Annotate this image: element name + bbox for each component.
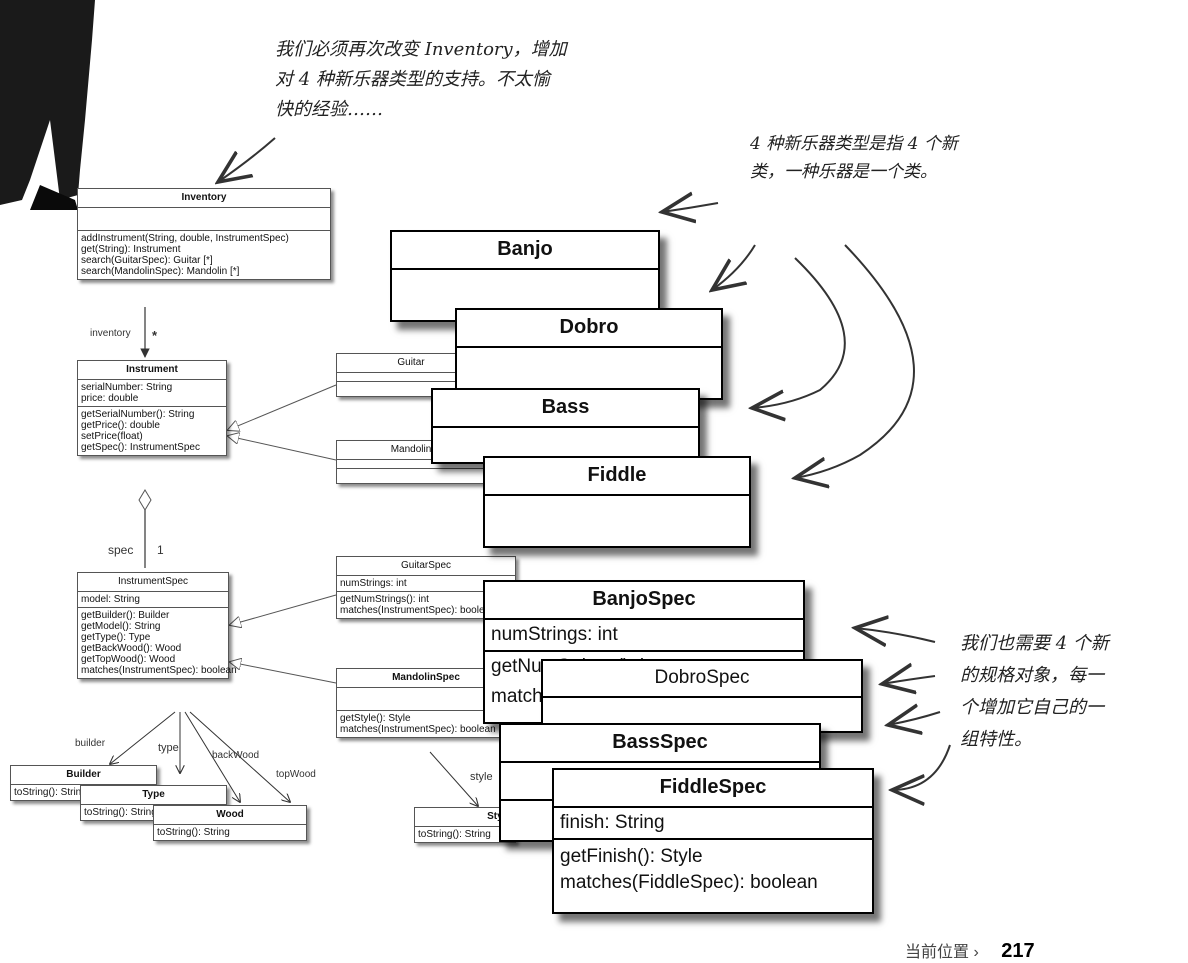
assoc-label-spec: spec [108, 543, 134, 557]
method: search(GuitarSpec): Guitar [*] [81, 255, 213, 266]
uml-class-wood: Wood toString(): String [153, 805, 307, 841]
class-name: Dobro [559, 316, 619, 338]
method: toString(): String [84, 807, 157, 818]
uml-class-dobrospec: DobroSpec [541, 659, 863, 733]
method: setPrice(float) [81, 431, 143, 442]
class-name: GuitarSpec [400, 560, 452, 571]
class-name: MandolinSpec [392, 672, 460, 683]
class-name: Banjo [497, 238, 553, 260]
class-name: InstrumentSpec [117, 576, 189, 587]
note-inventory-change: 我们必须再次改变 Inventory，增加 对 4 种新乐器类型的支持。不太愉 … [275, 39, 567, 120]
uml-class-fiddle: Fiddle [483, 456, 751, 548]
class-name: Guitar [397, 357, 425, 368]
method: matches(FiddleSpec): boolean [560, 872, 818, 893]
method: getSerialNumber(): String [81, 409, 195, 420]
assoc-label-inventory: inventory [90, 328, 131, 339]
assoc-label-builder: builder [75, 738, 106, 749]
method: matches(InstrumentSpec): boolean [340, 605, 496, 616]
method: getTopWood(): Wood [81, 654, 176, 665]
attribute: numStrings: int [340, 578, 407, 589]
method: getBackWood(): Wood [81, 643, 182, 654]
method: getStyle(): Style [340, 713, 411, 724]
assoc-label-style: style [470, 771, 493, 783]
attribute: finish: String [560, 812, 665, 833]
assoc-multiplicity-star: * [152, 328, 158, 343]
attribute: model: String [81, 594, 140, 605]
uml-class-banjo: Banjo [390, 230, 660, 322]
method: getSpec(): InstrumentSpec [81, 442, 200, 453]
method: getPrice(): double [81, 420, 160, 431]
class-name: BassSpec [612, 731, 708, 753]
class-name: Fiddle [587, 464, 647, 486]
note-four-new-specs: 我们也需要 4 个新 的规格对象，每一 个增加它自己的一 组特性。 [960, 633, 1109, 750]
method: matches(InstrumentSpec): boolean [340, 724, 496, 735]
attribute: price: double [81, 393, 139, 404]
uml-class-dobro: Dobro [455, 308, 723, 400]
method: toString(): String [157, 827, 230, 838]
uml-class-instrumentspec: InstrumentSpec model: String getBuilder(… [77, 572, 237, 679]
page-number: 217 [1001, 940, 1035, 962]
footer-location: 当前位置 › 217 [905, 938, 1035, 963]
method: getBuilder(): Builder [81, 610, 170, 621]
assoc-label-topwood: topWood [276, 769, 316, 780]
class-name: FiddleSpec [659, 776, 767, 798]
class-name: DobroSpec [654, 667, 750, 688]
attribute: serialNumber: String [81, 382, 173, 393]
note-four-new-classes: 4 种新乐器类型是指 4 个新 类，一种乐器是一个类。 [750, 134, 958, 182]
assoc-label-backwood: backWood [212, 750, 260, 761]
method: getNumStrings(): int [340, 594, 429, 605]
uml-class-instrument: Instrument serialNumber: String price: d… [77, 360, 227, 456]
method: search(MandolinSpec): Mandolin [*] [81, 266, 240, 277]
method: toString(): String [418, 829, 491, 840]
method: getFinish(): Style [560, 846, 703, 867]
class-name: Wood [216, 809, 244, 820]
method: toString(): String [14, 787, 87, 798]
class-name: Mandolin [390, 444, 432, 455]
class-name: Bass [541, 396, 590, 418]
assoc-multiplicity-one: 1 [157, 543, 164, 557]
person-legs-illustration [0, 0, 95, 210]
attribute: numStrings: int [491, 624, 618, 645]
assoc-label-type: type [158, 742, 179, 754]
uml-class-inventory: Inventory addInstrument(String, double, … [77, 188, 331, 280]
uml-class-fiddlespec: FiddleSpec finish: String getFinish(): S… [552, 768, 874, 914]
class-name: BanjoSpec [592, 588, 696, 610]
method: addInstrument(String, double, Instrument… [81, 233, 289, 244]
uml-class-bass: Bass [431, 388, 700, 464]
method: getModel(): String [81, 621, 161, 632]
class-name: Type [142, 789, 165, 800]
class-name: Inventory [181, 192, 227, 203]
method: matches(InstrumentSpec): boolean [81, 665, 237, 676]
footer-location-label: 当前位置 › [905, 944, 979, 961]
class-name: Builder [66, 769, 101, 780]
method: get(String): Instrument [81, 244, 181, 255]
method: getType(): Type [81, 632, 151, 643]
class-name: Instrument [126, 364, 178, 375]
